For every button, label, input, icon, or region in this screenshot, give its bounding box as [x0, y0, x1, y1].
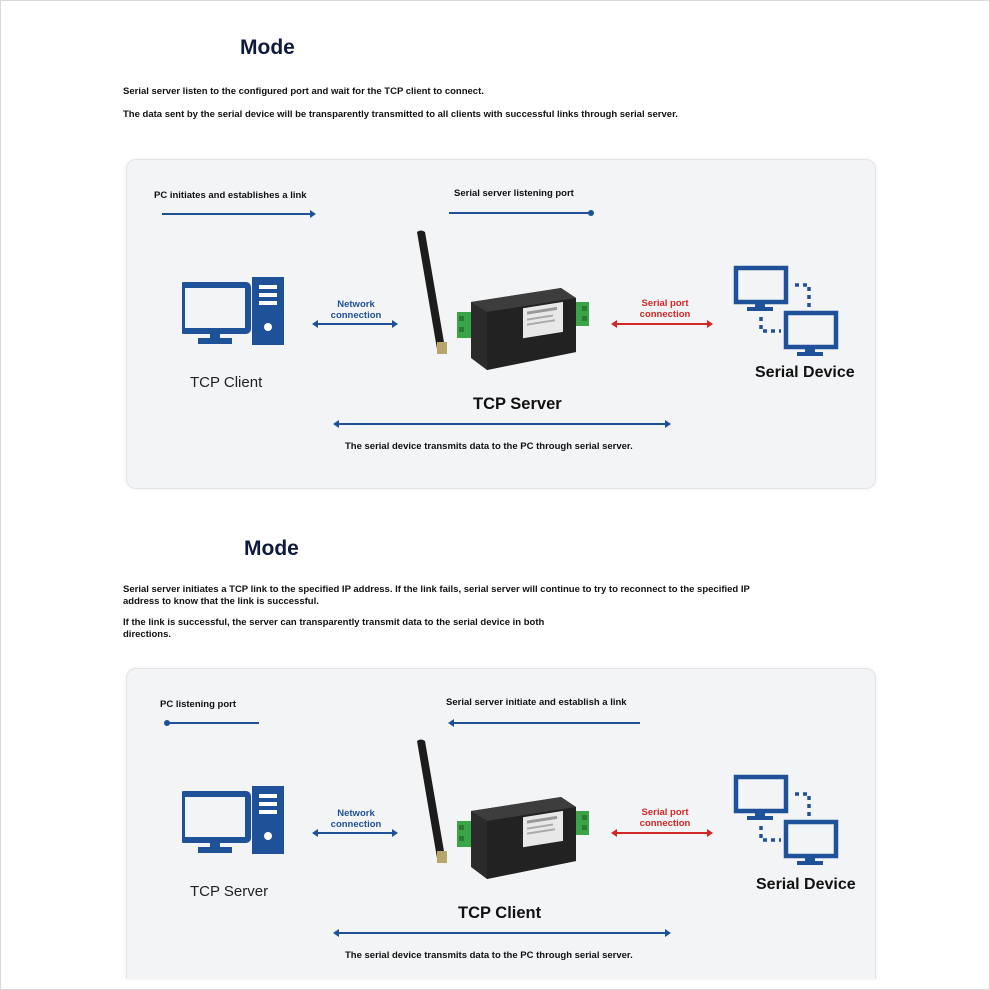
right-node-label: Serial Device — [755, 364, 855, 381]
diagram-card: PC listening port Serial server initiate… — [126, 668, 876, 979]
serial-connection-label: Serial port connection — [639, 807, 691, 829]
right-node-label: Serial Device — [756, 876, 856, 893]
center-node-label: TCP Server — [473, 395, 562, 413]
mode-section-client: Mode Serial server initiates a TCP link … — [0, 510, 990, 980]
network-connection-label: Network connection — [330, 299, 382, 321]
diagram-card: PC initiates and establishes a link Seri… — [126, 159, 876, 489]
top-right-arrow — [449, 210, 594, 216]
top-right-label: Serial server listening port — [454, 188, 574, 199]
pc-monitor-tower-icon — [182, 277, 284, 345]
antenna-icon — [417, 739, 445, 860]
bottom-data-arrow — [333, 929, 671, 937]
top-left-label: PC listening port — [160, 699, 236, 710]
section-title: Mode — [240, 36, 295, 59]
serial-connection-label: Serial port connection — [639, 298, 691, 320]
section-title: Mode — [244, 537, 299, 560]
serial-connection-arrow — [611, 829, 713, 837]
dual-monitor-icon — [733, 774, 839, 865]
network-connection-arrow — [312, 829, 398, 837]
top-left-label: PC initiates and establishes a link — [154, 190, 307, 201]
antenna-icon — [417, 230, 445, 351]
serial-server-device-icon — [417, 230, 589, 370]
description-line-1: Serial server initiates a TCP link to th… — [123, 584, 750, 607]
pc-monitor-tower-icon — [182, 786, 284, 854]
bottom-data-arrow — [333, 420, 671, 428]
description-line-1: Serial server listen to the configured p… — [123, 86, 484, 97]
top-left-arrow — [162, 210, 316, 218]
serial-server-device-icon — [417, 739, 589, 879]
mode-section-server: Mode Serial server listen to the configu… — [123, 36, 876, 489]
description-line-2: If the link is successful, the server ca… — [123, 617, 545, 640]
top-right-label: Serial server initiate and establish a l… — [446, 697, 627, 708]
dual-monitor-icon — [733, 265, 839, 356]
top-left-arrow — [164, 720, 259, 726]
bottom-caption: The serial device transmits data to the … — [345, 441, 633, 452]
serial-connection-arrow — [611, 320, 713, 328]
left-node-label: TCP Client — [190, 374, 263, 391]
description-line-2: The data sent by the serial device will … — [123, 109, 678, 120]
left-node-label: TCP Server — [190, 883, 269, 900]
center-node-label: TCP Client — [458, 904, 542, 922]
bottom-caption: The serial device transmits data to the … — [345, 950, 633, 961]
network-connection-arrow — [312, 320, 398, 328]
top-right-arrow — [448, 719, 640, 727]
network-connection-label: Network connection — [330, 808, 382, 830]
